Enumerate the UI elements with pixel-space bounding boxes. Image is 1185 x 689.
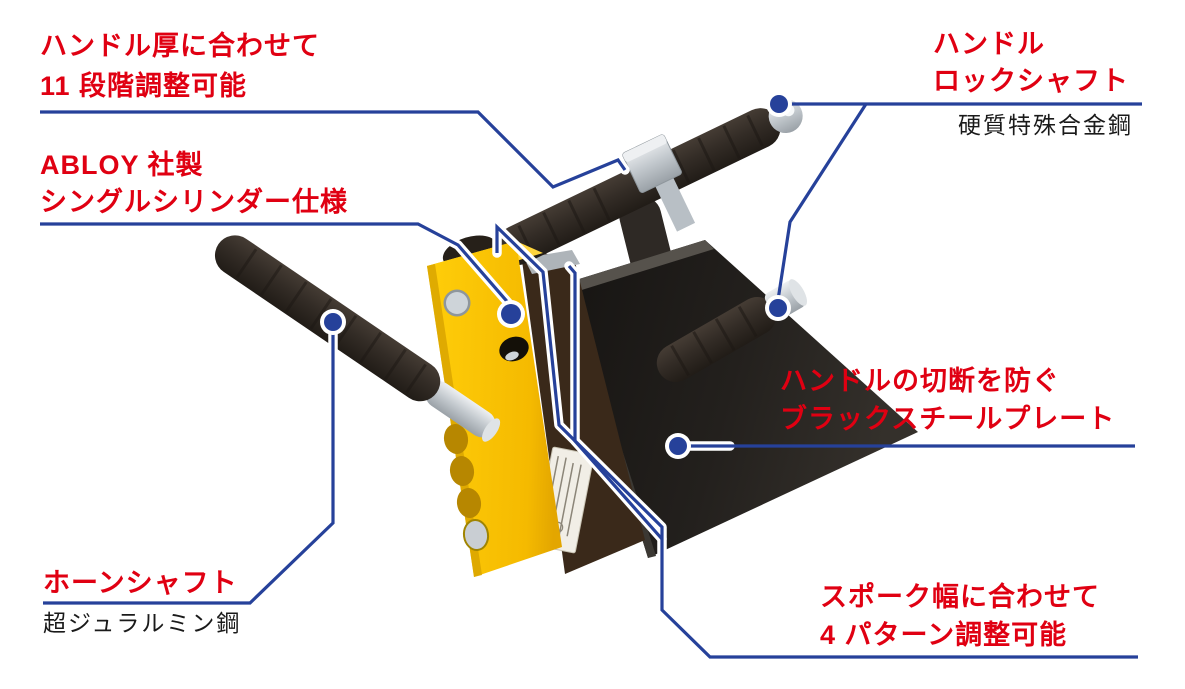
dot-horn-shaft [320,309,346,335]
callout-text: 4 パターン調整可能 [820,620,1068,650]
dot-lock-shaft-tip [766,91,792,117]
callout-lock-shaft: ハンドル ロックシャフト [933,26,1129,100]
callout-horn-shaft: ホーンシャフト [43,568,238,598]
body-front-face [427,241,562,577]
callout-text: ロックシャフト [933,66,1129,96]
callout-text: スポーク幅に合わせて [820,582,1100,612]
callout-horn-shaft-material: 超ジュラルミン鋼 [43,610,242,636]
callout-lines [40,102,1142,662]
adjustment-holes [443,424,490,551]
leader-abloy [40,222,513,308]
callout-text: ハンドル厚に合わせて [40,31,320,61]
callout-spoke-width: スポーク幅に合わせて 4 パターン調整可能 [820,578,1100,654]
callout-abloy: ABLOY 社製 シングルシリンダー仕様 [40,147,348,221]
leader-spoke-width [495,223,1138,659]
callout-text: ハンドルの切断を防ぐ [780,366,1060,396]
callout-text: シングルシリンダー仕様 [40,187,348,217]
callout-dots [320,91,792,459]
callout-text: ABLOY 社製 [40,150,204,180]
callout-lock-shaft-material: 硬質特殊合金鋼 [958,112,1133,138]
dot-steel-plate [665,433,691,459]
callout-text: 11 段階調整可能 [40,71,248,101]
leader-lock-shaft-branch [776,103,868,301]
plate-top-flange [563,240,714,293]
dot-keyhole [497,300,525,328]
callout-text: ハンドル [933,29,1045,59]
leader-handle-thickness [40,110,627,189]
horn-shaft-pin [425,381,496,438]
callout-handle-thickness: ハンドル厚に合わせて 11 段階調整可能 [40,26,320,106]
leader-spoke-width-branch [567,264,664,541]
dot-lower-shaft-tip [765,295,791,321]
handle-lock-shaft [497,99,803,266]
callout-steel-plate: ハンドルの切断を防ぐ ブラックスチールプレート [780,362,1115,438]
adjust-clamp [622,134,696,232]
callout-text: ブラックスチールプレート [780,404,1116,434]
leader-horn-shaft [43,330,335,605]
